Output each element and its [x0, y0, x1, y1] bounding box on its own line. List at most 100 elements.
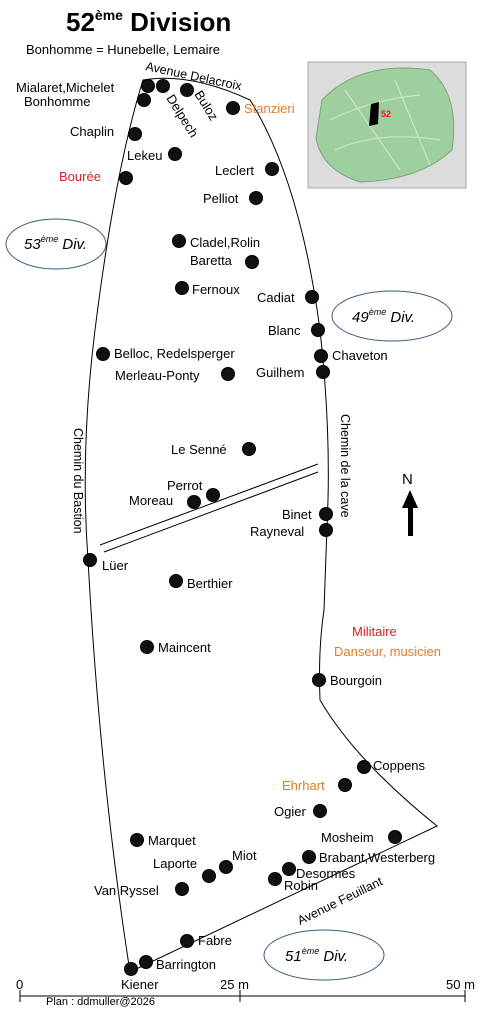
grave-dot-cladel[interactable]	[172, 234, 186, 248]
svg-text:N: N	[402, 471, 413, 488]
grave-dot-brabant[interactable]	[302, 850, 316, 864]
grave-dot-merleau[interactable]	[221, 367, 235, 381]
legend-dancer-musician: Danseur, musicien	[334, 644, 441, 659]
grave-label-baretta: Baretta	[190, 253, 233, 268]
scale-end: 50 m	[446, 977, 475, 992]
grave-dot-miot[interactable]	[219, 860, 233, 874]
grave-label-fabre: Fabre	[198, 933, 232, 948]
division-53-bubble: 53ème Div.	[5, 218, 107, 270]
grave-dot-marquet[interactable]	[130, 833, 144, 847]
map-subtitle: Bonhomme = Hunebelle, Lemaire	[26, 42, 220, 57]
grave-dot-bouree[interactable]	[119, 171, 133, 185]
grave-dot-bourgoin[interactable]	[312, 673, 326, 687]
grave-label-buloz: Buloz	[191, 88, 221, 124]
grave-label-lekeu: Lekeu	[127, 148, 162, 163]
grave-dot-binet[interactable]	[319, 507, 333, 521]
grave-label-cladel: Cladel,Rolin	[190, 235, 260, 250]
grave-dot-ehrhart[interactable]	[338, 778, 352, 792]
grave-dot-desormes[interactable]	[282, 862, 296, 876]
grave-label-bourgoin: Bourgoin	[330, 673, 382, 688]
svg-text:49ème Div.: 49ème Div.	[352, 307, 415, 326]
legend-military: Militaire	[352, 624, 397, 639]
scale-zero: 0	[16, 977, 23, 992]
grave-dot-chaveton[interactable]	[314, 349, 328, 363]
grave-dot-blanc[interactable]	[311, 323, 325, 337]
scale-bar: 0 25 m 50 m Plan : ddmuller@2026	[16, 977, 475, 1008]
grave-dot-cadiat[interactable]	[305, 290, 319, 304]
inset-division-marker	[369, 102, 379, 126]
inset-division-label: 52	[381, 109, 391, 119]
grave-label-merleau: Merleau-Ponty	[115, 368, 200, 383]
grave-dot-fernoux[interactable]	[175, 281, 189, 295]
north-arrow: N	[402, 471, 418, 536]
grave-dot-baretta[interactable]	[245, 255, 259, 269]
grave-label-fernoux: Fernoux	[192, 282, 240, 297]
inset-park-area	[315, 67, 455, 183]
scale-mid: 25 m	[220, 977, 249, 992]
inset-locator-map: 52	[307, 61, 467, 189]
grave-label-leclert: Leclert	[215, 163, 254, 178]
grave-label-robin: Robin	[284, 878, 318, 893]
division-51-bubble: 51ème Div.	[263, 929, 385, 981]
path-line-upper	[99, 463, 319, 546]
grave-label-blanc: Blanc	[268, 323, 301, 338]
grave-label-vanryssel: Van Ryssel	[94, 883, 159, 898]
grave-label-coppens: Coppens	[373, 758, 426, 773]
grave-dot-laporte[interactable]	[202, 869, 216, 883]
grave-label-luer: Lüer	[102, 558, 129, 573]
grave-dot-belloc[interactable]	[96, 347, 110, 361]
grave-dot-berthier[interactable]	[169, 574, 183, 588]
grave-label-bouree: Bourée	[59, 169, 101, 184]
grave-dot-lekeu[interactable]	[168, 147, 182, 161]
grave-dot-stanzieri[interactable]	[226, 101, 240, 115]
grave-dot-kiener[interactable]	[124, 962, 138, 976]
grave-dot-bonhomme[interactable]	[137, 93, 151, 107]
grave-dot-mialaret[interactable]	[141, 79, 155, 93]
map-title: 52ème Division	[66, 7, 231, 37]
grave-label-marquet: Marquet	[148, 833, 196, 848]
grave-dot-maincent[interactable]	[140, 640, 154, 654]
grave-label-bonhomme: Bonhomme	[24, 94, 90, 109]
grave-label-pelliot: Pelliot	[203, 191, 239, 206]
grave-dot-coppens[interactable]	[357, 760, 371, 774]
street-chemin-bastion: Chemin du Bastion	[71, 428, 85, 534]
grave-dot-moreau[interactable]	[187, 495, 201, 509]
grave-label-lesenne: Le Senné	[171, 442, 227, 457]
grave-dot-leclert[interactable]	[265, 162, 279, 176]
grave-dot-perrot[interactable]	[206, 488, 220, 502]
grave-label-rayneval: Rayneval	[250, 524, 304, 539]
svg-text:51ème Div.: 51ème Div.	[285, 946, 348, 965]
grave-label-ogier: Ogier	[274, 804, 306, 819]
grave-label-chaplin: Chaplin	[70, 124, 114, 139]
grave-label-mosheim: Mosheim	[321, 830, 374, 845]
grave-dot-pelliot[interactable]	[249, 191, 263, 205]
grave-dot-barrington[interactable]	[139, 955, 153, 969]
grave-dot-fabre[interactable]	[180, 934, 194, 948]
grave-label-chaveton: Chaveton	[332, 348, 388, 363]
grave-dot-vanryssel[interactable]	[175, 882, 189, 896]
grave-label-mialaret: Mialaret,Michelet	[16, 80, 115, 95]
grave-label-kiener: Kiener	[121, 977, 159, 992]
grave-dot-buloz[interactable]	[180, 83, 194, 97]
grave-label-ehrhart: Ehrhart	[282, 778, 325, 793]
grave-dot-rayneval[interactable]	[319, 523, 333, 537]
grave-dot-delpech[interactable]	[156, 79, 170, 93]
grave-label-guilhem: Guilhem	[256, 365, 304, 380]
grave-dot-robin[interactable]	[268, 872, 282, 886]
grave-label-cadiat: Cadiat	[257, 290, 295, 305]
grave-dot-guilhem[interactable]	[316, 365, 330, 379]
grave-label-laporte: Laporte	[153, 856, 197, 871]
grave-dot-mosheim[interactable]	[388, 830, 402, 844]
grave-dot-chaplin[interactable]	[128, 127, 142, 141]
map-credit: Plan : ddmuller@2026	[46, 996, 155, 1008]
division-49-bubble: 49ème Div.	[331, 290, 453, 342]
grave-label-barrington: Barrington	[156, 957, 216, 972]
grave-label-berthier: Berthier	[187, 576, 233, 591]
grave-label-belloc: Belloc, Redelsperger	[114, 346, 235, 361]
grave-dot-ogier[interactable]	[313, 804, 327, 818]
grave-dot-lesenne[interactable]	[242, 442, 256, 456]
grave-label-brabant: Brabant,Westerberg	[319, 850, 435, 865]
grave-label-miot: Miot	[232, 848, 257, 863]
grave-dot-luer[interactable]	[83, 553, 97, 567]
street-chemin-cave: Chemin de la cave	[338, 414, 352, 518]
